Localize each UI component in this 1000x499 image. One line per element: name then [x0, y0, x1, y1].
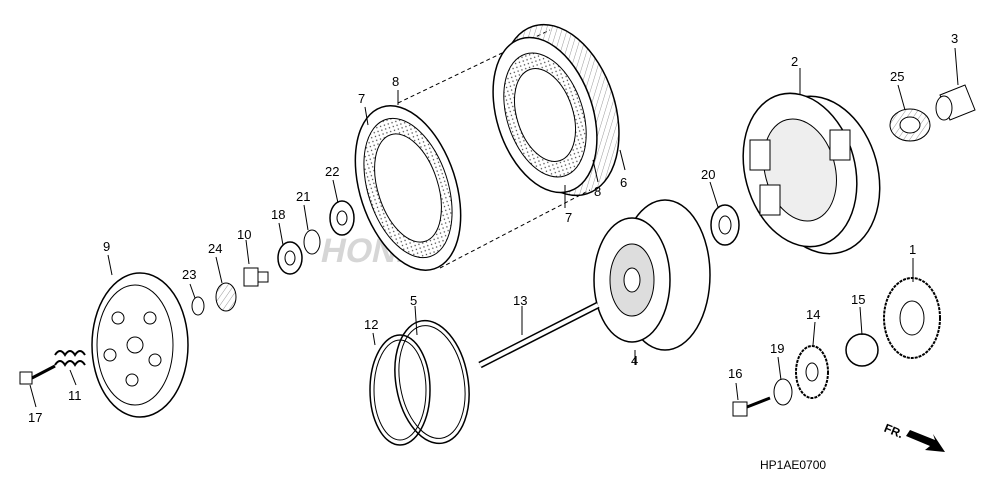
callout-20: 20: [701, 167, 716, 182]
callout-6: 6: [620, 175, 628, 190]
flange-bolt: [732, 396, 771, 417]
pressure-plate: [91, 272, 189, 418]
callout-15: 15: [851, 292, 866, 307]
callout-5: 5: [410, 293, 418, 308]
collar: [935, 84, 976, 121]
leader-lines: [29, 47, 959, 408]
callout-4: 4: [631, 353, 639, 368]
primary-drive-gear: [883, 277, 941, 359]
callout-1: 1: [909, 242, 917, 257]
lock-nut: [277, 241, 303, 275]
lifter-bearing: [215, 282, 237, 312]
thrust-washer: [710, 204, 740, 246]
callout-17: 17: [28, 410, 43, 425]
clutch-spring: [54, 350, 86, 367]
callout-8a: 8: [392, 74, 400, 89]
callout-12: 12: [364, 317, 379, 332]
callout-8b: 8: [594, 184, 602, 199]
lifter-piece: [243, 267, 269, 287]
callout-16: 16: [728, 366, 743, 381]
washer-19: [773, 378, 793, 406]
callout-10: 10: [237, 227, 252, 242]
callout-7a: 7: [358, 91, 366, 106]
washer-small: [191, 296, 205, 316]
clutch-plate-stack: [354, 29, 591, 271]
callout-2: 2: [791, 54, 799, 69]
needle-bearing: [889, 108, 931, 142]
callout-3: 3: [951, 31, 959, 46]
callout-9: 9: [103, 239, 111, 254]
spacer-collar: [845, 333, 879, 367]
clutch-plate-stack-rear: [492, 23, 620, 197]
clutch-center: [593, 199, 711, 351]
callout-19: 19: [770, 341, 785, 356]
lifter-rod: [478, 301, 600, 369]
clutch-outer: [742, 92, 881, 255]
callout-11: 11: [68, 388, 82, 403]
diagram-code: HP1AE0700: [760, 458, 827, 472]
o-rings: [369, 319, 470, 446]
callout-24: 24: [208, 241, 223, 256]
callout-23: 23: [182, 267, 197, 282]
callout-25: 25: [890, 69, 905, 84]
gear-14: [795, 345, 829, 399]
callout-18: 18: [271, 207, 286, 222]
callout-13: 13: [513, 293, 528, 308]
front-arrow-icon: [906, 430, 945, 452]
callout-7b: 7: [565, 210, 573, 225]
callout-22: 22: [325, 164, 340, 179]
callout-21: 21: [296, 189, 311, 204]
callout-14: 14: [806, 307, 821, 322]
lock-washer: [329, 200, 355, 236]
washer-21: [303, 229, 321, 255]
bolt: [19, 364, 56, 385]
